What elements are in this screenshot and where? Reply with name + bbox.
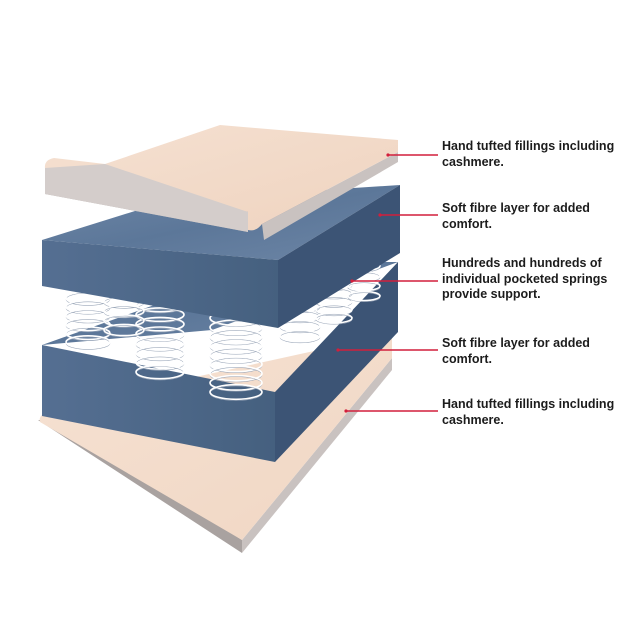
upper-fibre-front (42, 240, 278, 328)
spring-coil (315, 312, 353, 324)
spring-coil (315, 303, 353, 316)
lower-fibre-front (42, 345, 275, 462)
top-filling-side (262, 152, 398, 240)
spring-coil (65, 334, 111, 349)
callout-top-filling: Hand tufted fillings including cashmere. (442, 139, 615, 169)
spring-coil (347, 290, 381, 302)
callout-top-fibre: Soft fibre layer for added comfort. (442, 201, 590, 231)
callout-bottom-fibre: Soft fibre layer for added comfort. (442, 336, 590, 366)
spring-coil (209, 374, 263, 391)
bottom-filling-side (242, 358, 392, 553)
lower-fibre-side (275, 262, 398, 462)
spring-coil (209, 328, 263, 345)
spring-coil (135, 345, 185, 361)
leader-dot-bottom-fibre (336, 348, 340, 352)
top-filling-top (44, 125, 399, 231)
spring-coil (103, 323, 145, 337)
spring-coil (209, 337, 263, 354)
bottom-filling-edge (38, 420, 242, 553)
callout-springs: Hundreds and hundreds of individual pock… (442, 256, 608, 301)
spring-coil (135, 316, 185, 332)
upper-fibre-side (278, 185, 400, 328)
leader-dot-bottom-filling (344, 409, 348, 413)
spring-coil (135, 364, 185, 380)
leader-dot-top-fibre (378, 213, 382, 217)
spring-coil (135, 354, 185, 370)
top-filling-fold (45, 164, 248, 232)
top-filling-layer (44, 125, 399, 240)
spring-coil (135, 307, 185, 323)
spring-coil (103, 304, 145, 318)
spring-coil (135, 335, 185, 351)
spring-coil (209, 365, 263, 382)
spring-coil (209, 356, 263, 373)
spring-coil (103, 314, 145, 327)
leader-dot-springs (350, 279, 354, 283)
callout-bottom-filling: Hand tufted fillings including cashmere. (442, 397, 615, 427)
leader-dot-top-filling (386, 153, 390, 157)
spring-coil (279, 329, 321, 343)
leader-lines (336, 153, 438, 413)
spring-coil (209, 346, 263, 364)
spring-coil (209, 383, 263, 401)
